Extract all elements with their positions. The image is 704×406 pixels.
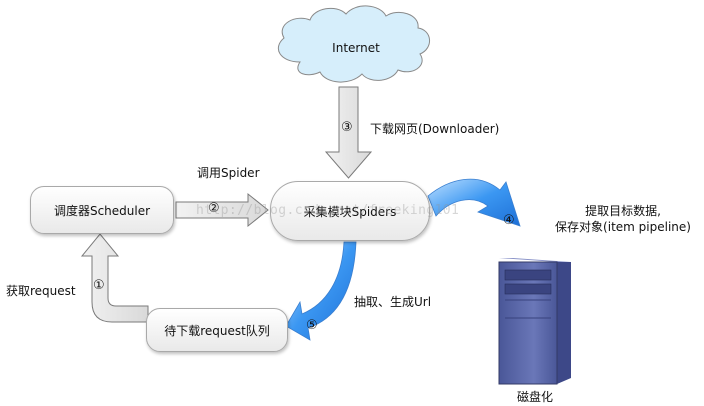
step5-number: ⑤ <box>306 318 318 333</box>
internet-label: Internet <box>332 41 380 55</box>
disk-label: 磁盘化 <box>516 390 553 404</box>
step2-label: 调用Spider <box>197 166 260 180</box>
step3-number: ③ <box>341 120 353 135</box>
step5-label: 抽取、生成Url <box>354 295 432 309</box>
queue-node: 待下载request队列 <box>146 308 288 352</box>
scheduler-node: 调度器Scheduler <box>30 186 174 234</box>
download-arrow <box>324 86 373 179</box>
step2-number: ② <box>208 201 220 216</box>
queue-label: 待下载request队列 <box>164 323 270 338</box>
step4-label-line2: 保存对象(item pipeline) <box>555 220 691 234</box>
spiders-node: 采集模块Spiders <box>270 181 430 241</box>
internet-cloud <box>278 5 430 83</box>
call-spider-arrow <box>175 192 269 228</box>
scheduler-label: 调度器Scheduler <box>53 203 151 218</box>
disk-server-icon <box>498 258 571 385</box>
step3-label: 下载网页(Downloader) <box>370 122 500 136</box>
step4-label-line1: 提取目标数据, <box>585 204 661 218</box>
spiders-label: 采集模块Spiders <box>303 204 397 219</box>
step1-label: 获取request <box>6 284 76 298</box>
step1-number: ① <box>93 278 105 293</box>
step4-number: ④ <box>503 213 515 228</box>
save-item-arrow <box>427 178 521 227</box>
watermark: http://blog.csdn.net/freeking101 <box>196 203 460 218</box>
extract-url-arrow <box>285 241 357 341</box>
get-request-arrow <box>80 233 149 323</box>
